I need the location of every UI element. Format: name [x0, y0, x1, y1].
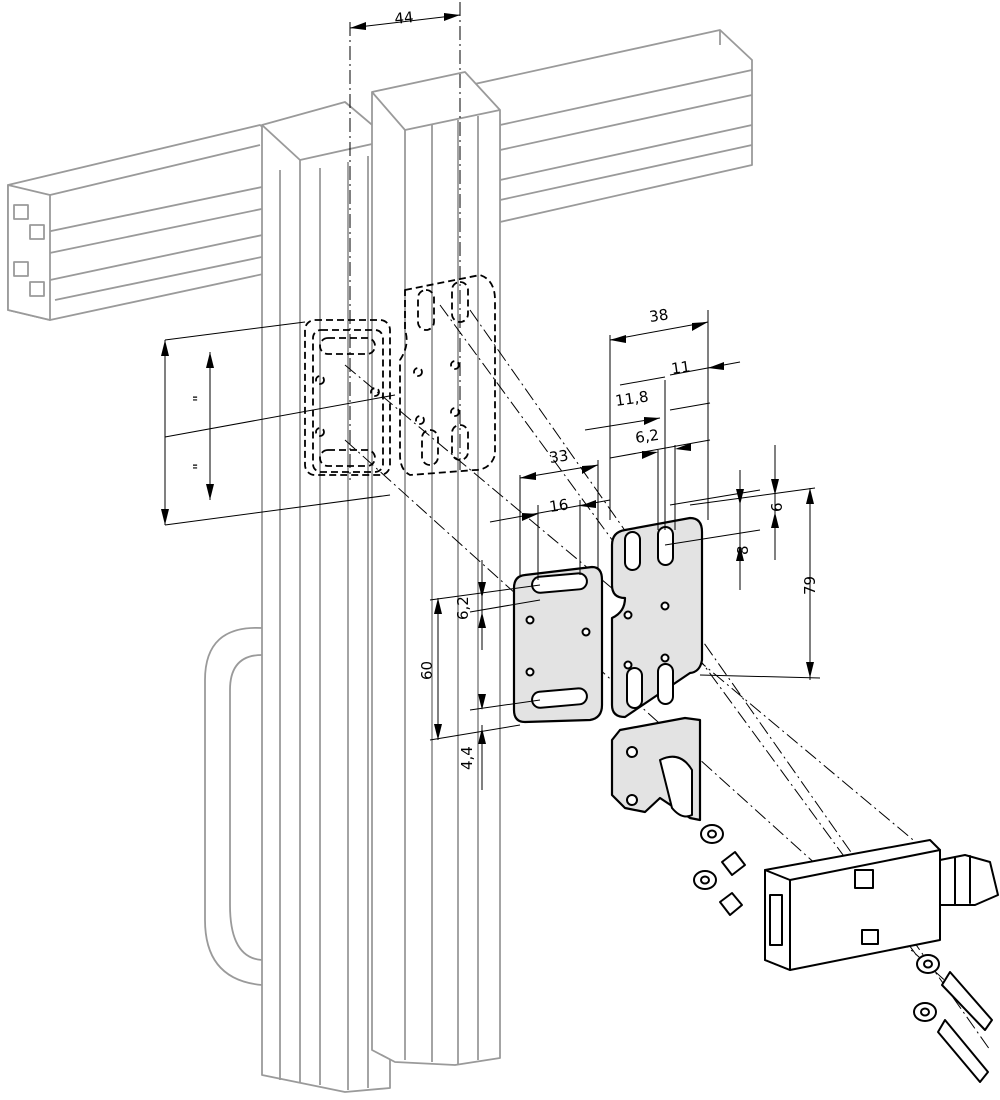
- dimension-lines: [161, 13, 821, 790]
- dim-11-8-label: 11,8: [614, 387, 650, 409]
- profile-frame: [7, 29, 753, 1093]
- left-mounting-plate: [512, 565, 604, 724]
- ditto-mark-lower: ": [190, 463, 208, 470]
- safety-switch: [764, 839, 999, 971]
- dim-33-label: 33: [548, 446, 569, 466]
- ditto-mark-upper: ": [190, 395, 208, 402]
- dim-6-label: 6: [768, 502, 786, 512]
- dim-4-4-label: 4,4: [458, 746, 476, 770]
- dim-8-label: 8: [734, 545, 752, 555]
- dimension-labels: 44 38 11 11,8 6,2 33 16 6,2 60 4,4 8 6 7…: [190, 8, 819, 770]
- dim-11-label: 11: [670, 357, 691, 377]
- dim-6-2-top-label: 6,2: [634, 426, 660, 447]
- fasteners: [693, 824, 993, 1083]
- dim-79-label: 79: [801, 576, 819, 595]
- phantom-plates: [304, 274, 496, 476]
- dim-6-2-left-label: 6,2: [454, 596, 472, 620]
- dim-44-label: 44: [394, 8, 415, 28]
- actuator-bracket: [610, 716, 702, 822]
- dim-16-label: 16: [548, 495, 569, 515]
- dim-38-label: 38: [648, 305, 669, 325]
- right-mounting-plate: [610, 516, 704, 719]
- dim-60-label: 60: [418, 661, 436, 680]
